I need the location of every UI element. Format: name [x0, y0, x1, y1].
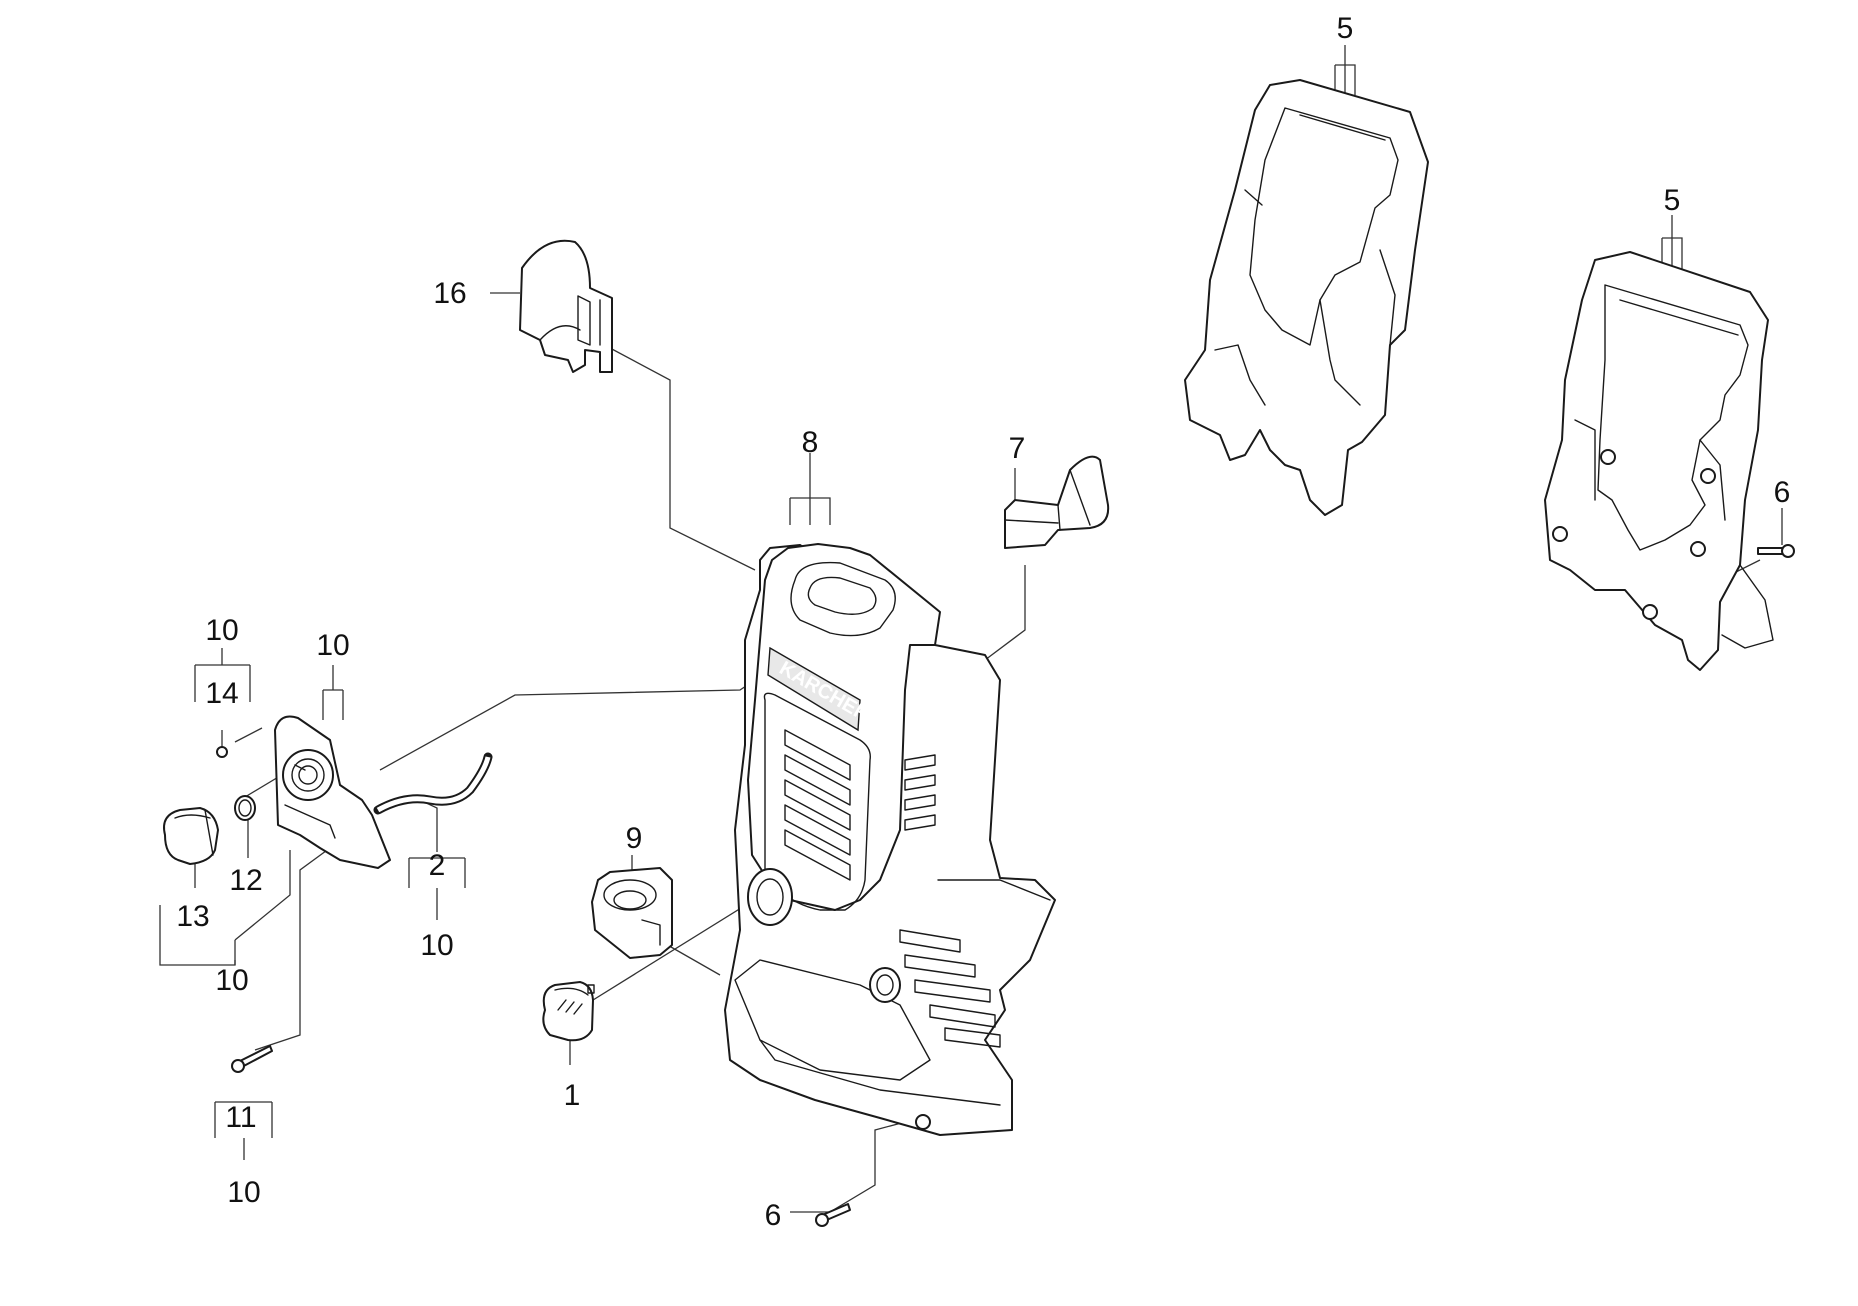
callout-10-hose: 10: [420, 929, 453, 962]
coupling-assembly: [163, 715, 493, 1073]
callout-5-upper: 5: [1337, 12, 1354, 45]
part-5-frame-inner: [1544, 251, 1774, 671]
callout-12: 12: [229, 864, 262, 897]
main-housing: KARCHER: [724, 543, 1056, 1136]
callout-13: 13: [176, 900, 209, 933]
callout-8: 8: [802, 426, 819, 459]
callout-16: 16: [433, 277, 466, 310]
part-5-frame-outer: [1184, 79, 1429, 516]
callout-11: 11: [225, 1101, 256, 1134]
callout-2: 2: [429, 849, 446, 882]
callout-9: 9: [626, 822, 643, 855]
part-16-holder: [519, 239, 613, 373]
callout-6-right: 6: [1774, 476, 1791, 509]
callout-1: 1: [564, 1079, 581, 1112]
callout-10-coupling: 10: [316, 629, 349, 662]
callout-10-screw: 10: [227, 1176, 260, 1209]
callout-5-lower: 5: [1664, 184, 1681, 217]
callout-10-left: 10: [215, 964, 248, 997]
part-1-switch-knob: [542, 981, 595, 1042]
callout-7: 7: [1009, 432, 1026, 465]
callout-6-bottom: 6: [765, 1199, 782, 1232]
screws-6: [815, 544, 1795, 1227]
callout-14: 14: [205, 677, 238, 710]
callout-labels: 5 5 6 16 8 7 10 14 10 9 2 12 13 10 10 1 …: [176, 12, 1790, 1232]
part-9-bezel: [591, 867, 673, 959]
part-7-gun-holder: [1004, 455, 1110, 549]
callout-10-top: 10: [205, 614, 238, 647]
